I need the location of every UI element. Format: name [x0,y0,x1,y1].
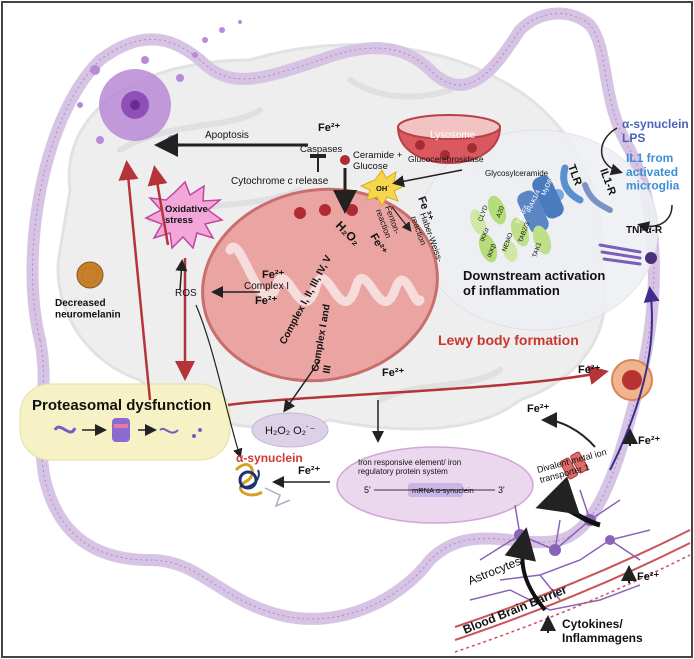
lps-arrow [600,127,623,176]
astrocyte-big-arrow [535,476,601,528]
alpha-synuclein-aggregate [234,463,291,508]
five-prime-label: 5' [364,485,371,495]
tnfr-label: TNFα-R [626,225,663,236]
il1r-receptor [582,182,613,213]
glycosylceramide-label: Glycosylceramide [485,169,549,178]
cytochrome-dot-3 [346,204,358,216]
mitochondrion [201,187,439,383]
dmt1-transporter [559,451,589,480]
bbb-line-2 [454,542,691,641]
bbb-line-3 [454,554,691,653]
proteasome-icons [53,418,202,442]
oxidative-to-apoptosis-arrow [147,165,170,246]
lysosome [396,114,502,164]
bbb-line-1 [454,529,691,628]
ros-label: ROS [175,288,197,299]
astrocyte-body-2 [549,544,561,556]
lewy-body-label: Lewy body formation [438,332,579,348]
three-prime-label: 3' [498,485,505,495]
complex-to-h2o2-arrow [283,359,321,413]
astrocyte-body-4 [605,535,615,545]
apoptosis-label: Apoptosis [205,130,249,141]
cytokine-big-arrow [504,527,547,612]
glycosylceramide-arrow [392,169,463,188]
bbb-to-tnfr-arrow [609,286,660,471]
ikka-label: IKKα [479,227,491,243]
lysosome-label: Lysosome [430,130,476,141]
cytochrome-dot-2 [319,204,331,216]
caspases-label: Caspases [300,144,342,155]
fe2-complex1-label: Fe²⁺ [262,269,285,281]
fe2-dmt-label: Fe²⁺ [527,403,550,415]
fenton-arrow [391,206,412,232]
proteasome-to-lewy-arrow [227,365,609,407]
fe2-up-label: Fe²⁺ [638,435,661,447]
cytochrome-dot [294,207,306,219]
cytochrome-label: Cytochrome c release [231,176,329,187]
fe2-center-label: Fe²⁺ [382,367,405,379]
a20-label: A20 [495,205,506,219]
il1-arrow [637,204,673,233]
brain-gyri [117,77,563,403]
h2o2-bubble [251,412,329,448]
alpha-synuclein-label: α-synuclein [236,451,303,465]
tnfr-receptor [598,243,657,266]
cytokines-label: Cytokines/Inflammagens [562,617,643,645]
complex1-label: Complex I [244,281,289,292]
ikkb-label: IKKβ [486,243,498,259]
ros-to-oxidative-arrow [175,259,188,291]
dmt1-to-fe-arrow [541,412,596,448]
proteasomal-label: Proteasomal dysfunction [32,397,211,414]
mrna-label: mRNA α-synuclein [412,486,474,495]
fe2-astro-label: Fe²⁺ [637,571,660,583]
lewy-body-core [622,370,642,390]
ros-to-synuclein-arrow [195,304,243,459]
neuromelanin-granule [76,261,104,289]
caspase-dot [340,155,350,165]
ceramide-label: Ceramide +Glucose [353,150,403,172]
fe2-ros-label: Fe²⁺ [255,295,278,307]
fe2-syn-label: Fe²⁺ [298,465,321,477]
glucocerebrosidase-label: Glucocerebrosidase [408,154,484,164]
signaling-complex [470,175,564,263]
oh-label: OH˙ [376,184,390,193]
proteasome-to-apoptosis-arrow [118,160,152,401]
fe2-lewy-label: Fe²⁺ [578,364,601,376]
h2o2-o2-label: H₂O₂ O₂˙⁻ [265,425,316,437]
fe2-caspase-label: Fe²⁺ [318,122,341,134]
